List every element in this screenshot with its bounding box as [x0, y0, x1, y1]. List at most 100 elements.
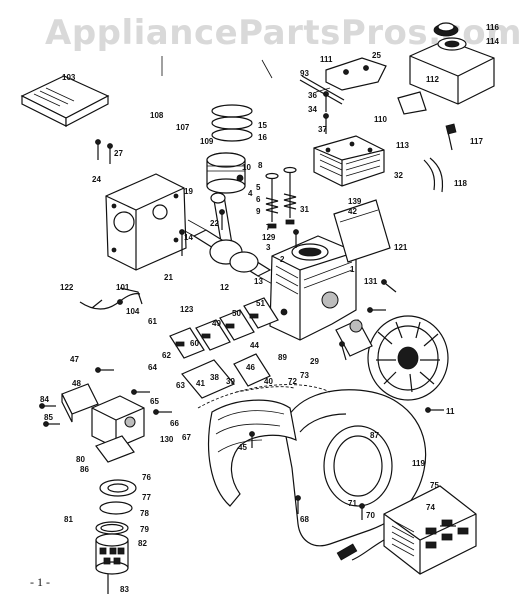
- part-label: 79: [140, 525, 149, 534]
- part-label: 86: [80, 465, 89, 474]
- air-cleaner-base: [61, 383, 99, 423]
- fuel-bowl: [99, 479, 137, 515]
- part-label: 85: [44, 413, 53, 422]
- part-label: 12: [220, 283, 229, 292]
- part-label: 13: [254, 277, 263, 286]
- cylinder-block: [269, 235, 357, 341]
- fuel-tank-cup: [95, 533, 129, 575]
- part-label: 25: [372, 51, 381, 60]
- part-label: 49: [212, 319, 221, 328]
- part-label: 15: [258, 121, 267, 130]
- part-label: 3: [266, 243, 271, 252]
- part-label: 11: [446, 407, 455, 416]
- housing-outline: [235, 386, 295, 393]
- part-label: 42: [348, 207, 357, 216]
- crankcase-cover: [105, 173, 187, 271]
- part-label: 89: [278, 353, 287, 362]
- valve-cover: [333, 199, 391, 263]
- part-label: 77: [142, 493, 151, 502]
- part-label: 83: [120, 585, 129, 594]
- fasteners: [39, 91, 456, 527]
- part-label: 130: [160, 435, 174, 444]
- fuel-line: [79, 293, 141, 310]
- part-label: 34: [308, 105, 317, 114]
- part-label: 8: [258, 161, 263, 170]
- part-label: 72: [288, 377, 297, 386]
- blower-housing: [283, 389, 427, 547]
- part-label: 111: [320, 55, 333, 64]
- carburetor: [91, 395, 145, 449]
- choke-lever: [119, 287, 143, 305]
- part-label: 50: [232, 309, 241, 318]
- part-label: 21: [164, 273, 173, 282]
- baffle-outline: [197, 384, 331, 409]
- part-label: 101: [116, 283, 130, 292]
- part-label: 123: [180, 305, 194, 314]
- part-label: 60: [190, 339, 199, 348]
- part-label: 6: [256, 195, 261, 204]
- part-label: 118: [454, 179, 467, 188]
- cylinder-head: [313, 135, 385, 187]
- part-label: 71: [348, 499, 357, 508]
- part-label: 87: [370, 431, 379, 440]
- part-label: 37: [318, 125, 327, 134]
- part-label: 65: [150, 397, 159, 406]
- part-label: 51: [256, 299, 265, 308]
- crankshaft: [175, 219, 277, 287]
- part-label: 110: [374, 115, 387, 124]
- piston: [206, 152, 246, 194]
- part-label: 116: [486, 23, 499, 32]
- part-label: 31: [300, 205, 309, 214]
- part-label: 76: [142, 473, 151, 482]
- part-label: 45: [238, 443, 247, 452]
- part-label: 36: [308, 91, 317, 100]
- part-label: 129: [262, 233, 276, 242]
- part-label: 74: [426, 503, 435, 512]
- piston-rings: [211, 104, 253, 142]
- exhaust-elbow: [423, 123, 457, 193]
- part-label: 93: [300, 69, 309, 78]
- part-label: 68: [300, 515, 309, 524]
- part-label: 117: [470, 137, 483, 146]
- part-label: 112: [426, 75, 439, 84]
- part-label: 84: [40, 395, 49, 404]
- air-baffle: [207, 399, 297, 507]
- part-label: 29: [310, 357, 319, 366]
- part-label: 63: [176, 381, 185, 390]
- part-label: 103: [62, 73, 76, 82]
- part-label: 41: [196, 379, 205, 388]
- part-label: 5: [256, 183, 261, 192]
- part-label: 113: [396, 141, 409, 150]
- part-label: 46: [246, 363, 255, 372]
- part-label: 40: [264, 377, 273, 386]
- page-number: - 1 -: [30, 575, 50, 589]
- part-label: 2: [280, 255, 285, 264]
- part-label: 47: [70, 355, 79, 364]
- carburetor-gasket: [95, 435, 135, 463]
- part-label: 24: [92, 175, 101, 184]
- part-label: 81: [64, 515, 73, 524]
- part-label: 78: [140, 509, 149, 518]
- part-label: 80: [76, 455, 85, 464]
- flywheel: [367, 315, 449, 401]
- part-label: 62: [162, 351, 171, 360]
- part-label: 82: [138, 539, 147, 548]
- part-label: 16: [258, 133, 267, 142]
- part-label: 66: [170, 419, 179, 428]
- part-label: 70: [366, 511, 375, 520]
- part-label: 75: [430, 481, 439, 490]
- part-label: 1: [350, 265, 355, 274]
- part-label: 19: [184, 187, 193, 196]
- part-label: 104: [126, 307, 140, 316]
- intake-manifold: [181, 353, 271, 399]
- part-number-labels: 116 114 103 93 111 25 108 107 15 16 109 …: [40, 23, 499, 594]
- part-label: 38: [210, 373, 219, 382]
- ignition-coil: [335, 319, 373, 357]
- governor-linkage: [169, 297, 279, 359]
- part-label: 9: [256, 207, 261, 216]
- part-label: 122: [60, 283, 74, 292]
- muffler-assembly: [409, 22, 495, 105]
- part-label: 64: [148, 363, 157, 372]
- part-label: 109: [200, 137, 214, 146]
